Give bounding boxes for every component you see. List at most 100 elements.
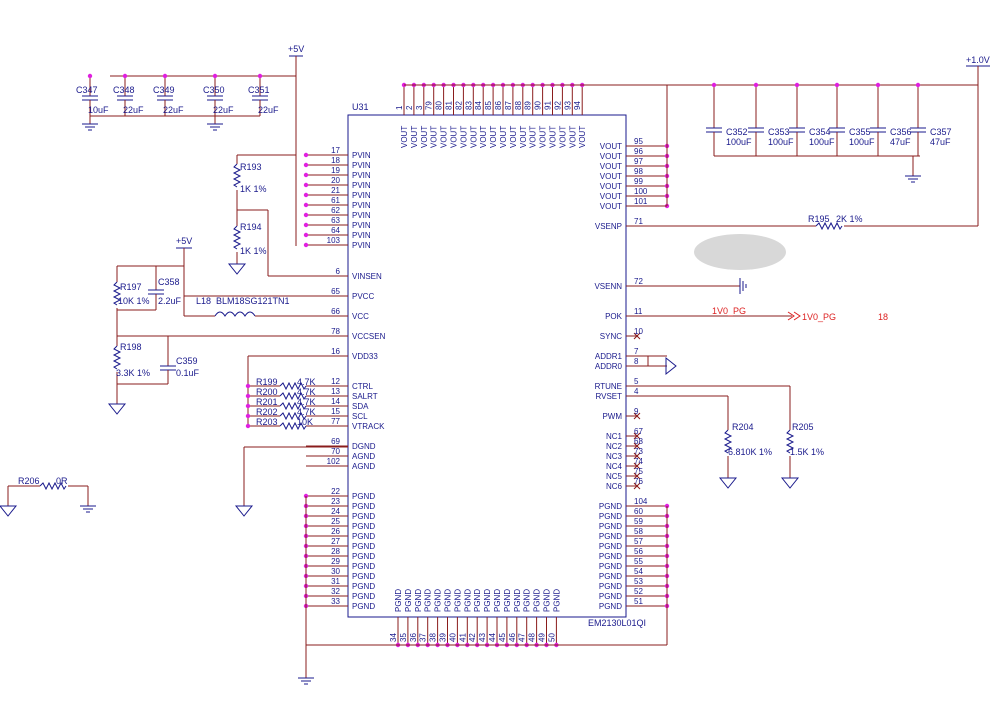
pin-name: DGND — [352, 442, 376, 451]
pin-number: 63 — [331, 216, 340, 225]
r193-value: 1K 1% — [240, 184, 267, 194]
pin-number: 45 — [498, 633, 507, 642]
pin-number: 65 — [331, 287, 340, 296]
pin-name: VOUT — [578, 126, 587, 148]
pin-number: 101 — [634, 197, 648, 206]
ground-icon — [227, 263, 247, 275]
junction-dot — [245, 423, 251, 429]
pin-name: VOUT — [600, 192, 622, 201]
r204-ref: R204 — [732, 422, 754, 432]
pin-name: VTRACK — [352, 422, 385, 431]
r194-ref: R194 — [240, 222, 262, 232]
pin-name: PGND — [352, 552, 375, 561]
pin-number: 28 — [331, 547, 340, 556]
pin-number: 24 — [331, 507, 340, 516]
pin-name: VOUT — [450, 126, 459, 148]
junction-dot — [122, 73, 128, 79]
pin-number: 74 — [634, 457, 643, 466]
pin-number: 22 — [331, 487, 340, 496]
pin-number: 19 — [331, 166, 340, 175]
pin-number: 58 — [634, 527, 643, 536]
pin-name: PVIN — [352, 161, 371, 170]
cap-value: 100uF — [849, 137, 875, 147]
l18-ref: L18 — [196, 296, 211, 306]
pin-number: 44 — [488, 633, 497, 642]
pin-name: PVIN — [352, 171, 371, 180]
pin-number: 2 — [405, 105, 414, 110]
pin-name: PGND — [352, 542, 375, 551]
junction-dot — [711, 82, 717, 88]
pin-name: PGND — [483, 589, 492, 612]
pin-name: RVSET — [595, 392, 622, 401]
pin-number: 55 — [634, 557, 643, 566]
pin-number: 30 — [331, 567, 340, 576]
pin-number: 94 — [573, 101, 582, 110]
resistor-ref: R203 — [256, 417, 278, 427]
pin-number: 9 — [634, 407, 639, 416]
pin-name: VOUT — [600, 172, 622, 181]
left-pins: 17PVIN18PVIN19PVIN20PVIN21PVIN61PVIN62PV… — [303, 146, 386, 611]
cap-value: 47uF — [930, 137, 951, 147]
pin-number: 56 — [634, 547, 643, 556]
pin-name: PGND — [424, 589, 433, 612]
pin-name: VCCSEN — [352, 332, 386, 341]
pin-name: VOUT — [600, 202, 622, 211]
pin-name: PGND — [599, 512, 622, 521]
pin-name: RTUNE — [595, 382, 622, 391]
junction-dot — [303, 232, 309, 238]
pin-number: 43 — [478, 633, 487, 642]
pin-name: PVIN — [352, 201, 371, 210]
pok-port-label: 1V0_PG — [802, 312, 836, 322]
r198-value: 3.3K 1% — [116, 368, 150, 378]
cap-value: 100uF — [809, 137, 835, 147]
pin-number: 62 — [331, 206, 340, 215]
cap-value: 22uF — [213, 105, 234, 115]
rail-1v0: +1.0V — [966, 55, 990, 65]
pin-name: PGND — [599, 592, 622, 601]
pin-name: PGND — [352, 532, 375, 541]
pin-number: 104 — [634, 497, 648, 506]
pin-name: PGND — [404, 589, 413, 612]
pin-number: 87 — [504, 101, 513, 110]
pin-name: VCC — [352, 312, 369, 321]
junction-dot — [303, 192, 309, 198]
pin-number: 39 — [439, 633, 448, 642]
pin-number: 96 — [634, 147, 643, 156]
pin-number: 59 — [634, 517, 643, 526]
pin-name: PGND — [599, 552, 622, 561]
pin-number: 82 — [454, 101, 463, 110]
offpage-arrow-icon — [787, 311, 801, 321]
pin-name: VOUT — [440, 126, 449, 148]
pin-name: VOUT — [410, 126, 419, 148]
resistor-value: 10K — [297, 417, 313, 427]
pin-number: 60 — [634, 507, 643, 516]
no-connect-icon — [633, 472, 641, 480]
junction-dot — [257, 73, 263, 79]
pin-name: PGND — [599, 602, 622, 611]
ground-icon — [665, 356, 677, 376]
pin-name: PGND — [352, 602, 375, 611]
cap-value: 22uF — [123, 105, 144, 115]
pin-name: PGND — [352, 592, 375, 601]
pin-number: 1 — [395, 105, 404, 110]
pin-number: 52 — [634, 587, 643, 596]
pin-name: PGND — [552, 589, 561, 612]
pin-number: 95 — [634, 137, 643, 146]
r195-ref: R195 — [808, 214, 830, 224]
l18-value: BLM18SG121TN1 — [216, 296, 290, 306]
pin-number: 100 — [634, 187, 648, 196]
c359-ref: C359 — [176, 356, 198, 366]
pin-name: VSENP — [595, 222, 622, 231]
resistor-ref: R202 — [256, 407, 278, 417]
resistor-value: 4.7K — [297, 407, 316, 417]
pin-name: PGND — [394, 589, 403, 612]
junction-dot — [212, 73, 218, 79]
pin-name: PVIN — [352, 221, 371, 230]
pin-name: VOUT — [430, 126, 439, 148]
sheet-ref: 18 — [878, 312, 888, 322]
pin-name: SYNC — [600, 332, 622, 341]
pin-number: 92 — [553, 101, 562, 110]
pin-number: 77 — [331, 417, 340, 426]
pin-number: 86 — [494, 101, 503, 110]
r205-ref: R205 — [792, 422, 814, 432]
